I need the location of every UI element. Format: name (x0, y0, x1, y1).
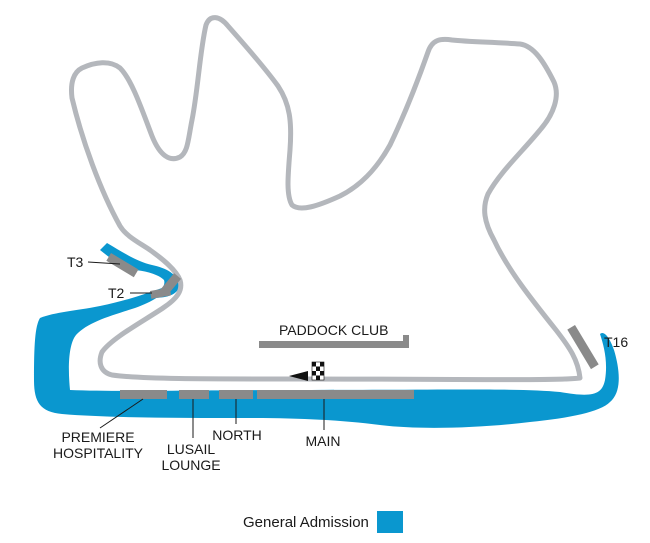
label-t3: T3 (67, 254, 84, 270)
label-t2: T2 (108, 285, 125, 301)
race-direction-arrow-icon (289, 371, 308, 381)
general-admission-area-t3[interactable] (100, 243, 180, 298)
label-t16: T16 (604, 334, 628, 350)
label-paddock-club: PADDOCK CLUB (279, 322, 388, 338)
general-admission-area-main-straight[interactable] (34, 286, 619, 428)
label-north: NORTH (212, 427, 262, 443)
grandstand-paddock-club[interactable] (259, 341, 409, 348)
leader-line-premiere (99, 398, 144, 429)
label-premiere-hospitality-line1: PREMIERE (61, 429, 134, 445)
grandstand-lusail-lounge[interactable] (179, 390, 209, 399)
grandstand-paddock-club-end[interactable] (403, 335, 409, 348)
grandstand-t3[interactable] (106, 253, 139, 278)
label-lusail-lounge-line2: LOUNGE (161, 457, 220, 473)
label-premiere-hospitality-line2: HOSPITALITY (53, 445, 144, 461)
label-lusail-lounge-line1: LUSAIL (167, 441, 215, 457)
label-main: MAIN (306, 433, 341, 449)
grandstand-north[interactable] (219, 390, 253, 399)
grandstand-main[interactable] (257, 390, 414, 399)
race-track (69, 15, 583, 383)
legend-label: General Admission (243, 513, 369, 531)
legend-swatch-general-admission (376, 511, 403, 533)
grandstand-t16[interactable] (567, 325, 599, 370)
leader-line-t3 (87, 261, 121, 265)
grandstand-t2-outer[interactable] (150, 287, 172, 299)
map-legend: General Admission (243, 510, 403, 534)
grandstand-premiere-hospitality[interactable] (120, 390, 167, 399)
checkered-flag-icon (311, 361, 325, 381)
